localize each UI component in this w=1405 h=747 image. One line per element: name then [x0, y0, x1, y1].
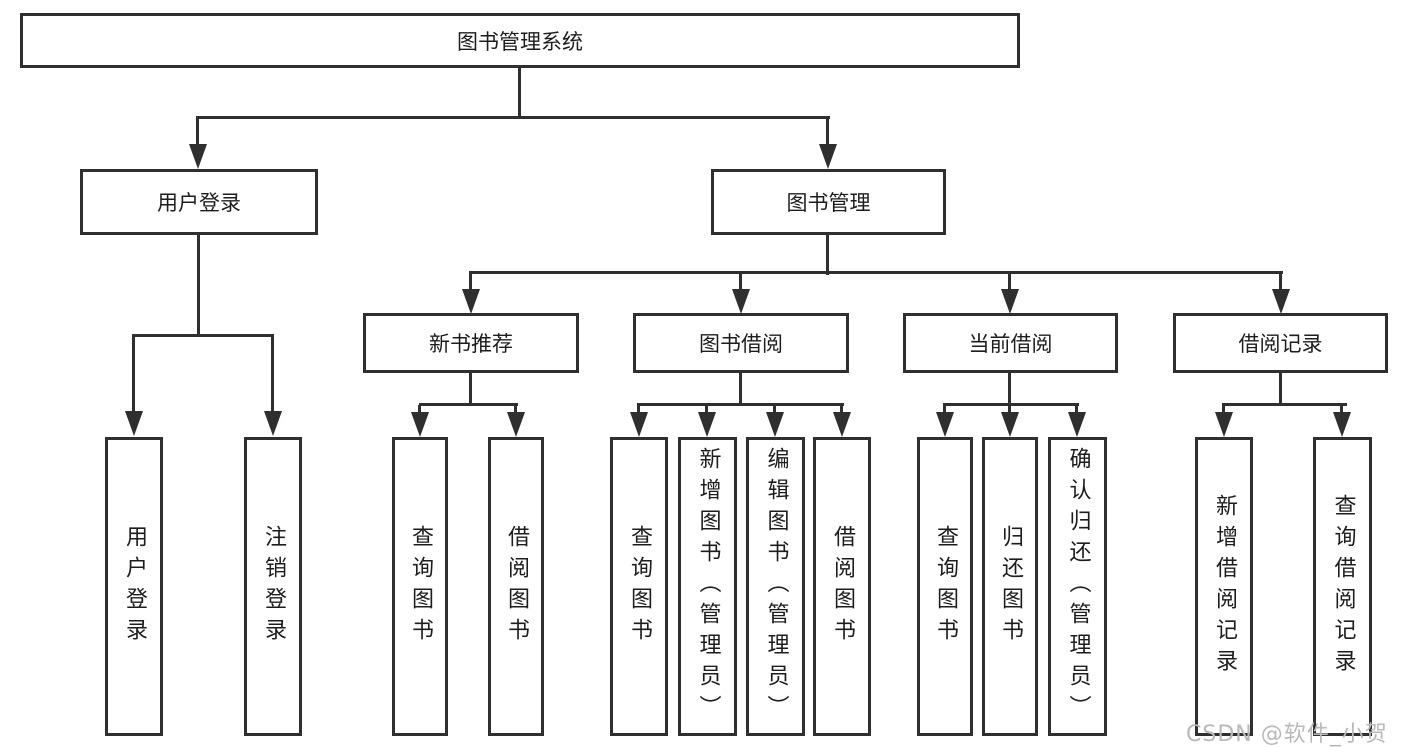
arrowhead-down-icon — [630, 412, 648, 437]
leaf-borrow-books-2: 借阅图书 — [813, 437, 871, 736]
arrowhead-down-icon — [507, 412, 525, 437]
leaf-label: 查询图书 — [933, 524, 958, 649]
arrowhead-down-icon — [264, 411, 282, 436]
connector-line — [1008, 405, 1011, 413]
connector-line — [943, 405, 946, 413]
connector-line — [419, 403, 518, 406]
connector-line — [826, 117, 829, 145]
arrowhead-down-icon — [1215, 412, 1233, 437]
leaf-query-borrow-record: 查询借阅记录 — [1313, 437, 1372, 736]
arrowhead-down-icon — [936, 412, 954, 437]
arrowhead-down-icon — [833, 412, 851, 437]
connector-line — [132, 334, 274, 337]
leaf-label: 用户登录 — [122, 524, 147, 649]
leaf-user-login: 用户登录 — [105, 437, 163, 736]
arrowhead-down-icon — [1272, 289, 1290, 314]
arrowhead-down-icon — [819, 144, 837, 169]
connector-line — [1222, 403, 1347, 406]
node-label: 图书管理 — [786, 191, 871, 215]
connector-line — [469, 271, 1283, 274]
node-label: 新书推荐 — [429, 332, 513, 356]
connector-line — [840, 405, 843, 413]
leaf-query-books-2: 查询图书 — [610, 437, 668, 736]
leaf-logout: 注销登录 — [244, 437, 302, 736]
leaf-edit-books-admin: 编辑图书（管理员） — [746, 437, 805, 736]
connector-line — [197, 234, 200, 337]
leaf-label: 查询图书 — [627, 524, 652, 649]
leaf-label: 查询图书 — [408, 524, 433, 649]
leaf-borrow-books-1: 借阅图书 — [488, 437, 544, 736]
connector-line — [739, 273, 742, 290]
arrowhead-down-icon — [766, 412, 784, 437]
connector-line — [826, 234, 829, 275]
node-user-login-branch: 用户登录 — [80, 169, 318, 235]
node-label: 图书借阅 — [699, 332, 783, 356]
connector-line — [637, 405, 640, 413]
leaf-label: 编辑图书（管理员） — [763, 447, 789, 726]
connector-line — [1279, 371, 1282, 406]
node-label: 借阅记录 — [1238, 332, 1323, 356]
leaf-label: 归还图书 — [998, 524, 1023, 649]
connector-line — [132, 336, 135, 412]
connector-line — [773, 405, 776, 413]
connector-line — [418, 405, 421, 413]
connector-line — [705, 405, 708, 413]
connector-line — [637, 403, 844, 406]
connector-line — [1222, 405, 1225, 413]
node-book-borrow: 图书借阅 — [633, 313, 849, 373]
leaf-label: 新增借阅记录 — [1212, 493, 1237, 680]
arrowhead-down-icon — [1001, 289, 1019, 314]
leaf-label: 借阅图书 — [830, 524, 855, 649]
leaf-label: 新增图书（管理员） — [695, 447, 721, 726]
connector-line — [1008, 273, 1011, 290]
connector-line — [518, 66, 521, 118]
connector-line — [469, 273, 472, 290]
node-borrow-records: 借阅记录 — [1173, 313, 1388, 373]
node-label: 用户登录 — [157, 191, 241, 215]
leaf-label: 查询借阅记录 — [1330, 493, 1356, 680]
arrowhead-down-icon — [1001, 412, 1019, 437]
connector-line — [271, 336, 274, 412]
leaf-query-books-3: 查询图书 — [917, 437, 973, 736]
connector-line — [1075, 405, 1078, 413]
node-book-management: 图书管理 — [711, 169, 946, 235]
node-label: 当前借阅 — [968, 332, 1053, 356]
leaf-label: 注销登录 — [261, 524, 286, 649]
connector-line — [1279, 273, 1282, 290]
csdn-watermark: CSDN @软件_小贺同学 — [1186, 722, 1388, 747]
connector-line — [1340, 405, 1343, 413]
arrowhead-down-icon — [462, 289, 480, 314]
leaf-return-books: 归还图书 — [982, 437, 1038, 736]
connector-line — [1008, 371, 1011, 406]
leaf-add-borrow-record: 新增借阅记录 — [1195, 437, 1253, 736]
connector-line — [514, 405, 517, 413]
node-new-book-recommend: 新书推荐 — [363, 313, 579, 373]
arrowhead-down-icon — [1333, 412, 1351, 437]
arrowhead-down-icon — [411, 412, 429, 437]
arrowhead-down-icon — [698, 412, 716, 437]
connector-line — [196, 117, 199, 145]
connector-line — [469, 371, 472, 406]
node-current-borrow: 当前借阅 — [903, 313, 1118, 373]
connector-line — [739, 371, 742, 406]
connector-line — [943, 403, 1079, 406]
leaf-query-books-1: 查询图书 — [392, 437, 448, 736]
arrowhead-down-icon — [1068, 412, 1086, 437]
leaf-label: 确认归还（管理员） — [1065, 447, 1091, 726]
leaf-add-books-admin: 新增图书（管理员） — [678, 437, 737, 736]
arrowhead-down-icon — [189, 144, 207, 169]
node-label: 图书管理系统 — [457, 29, 583, 54]
arrowhead-down-icon — [732, 289, 750, 314]
leaf-confirm-return-admin: 确认归还（管理员） — [1048, 437, 1107, 736]
node-library-system: 图书管理系统 — [20, 13, 1020, 68]
leaf-label: 借阅图书 — [504, 524, 529, 649]
connector-line — [196, 116, 830, 119]
arrowhead-down-icon — [125, 411, 143, 436]
